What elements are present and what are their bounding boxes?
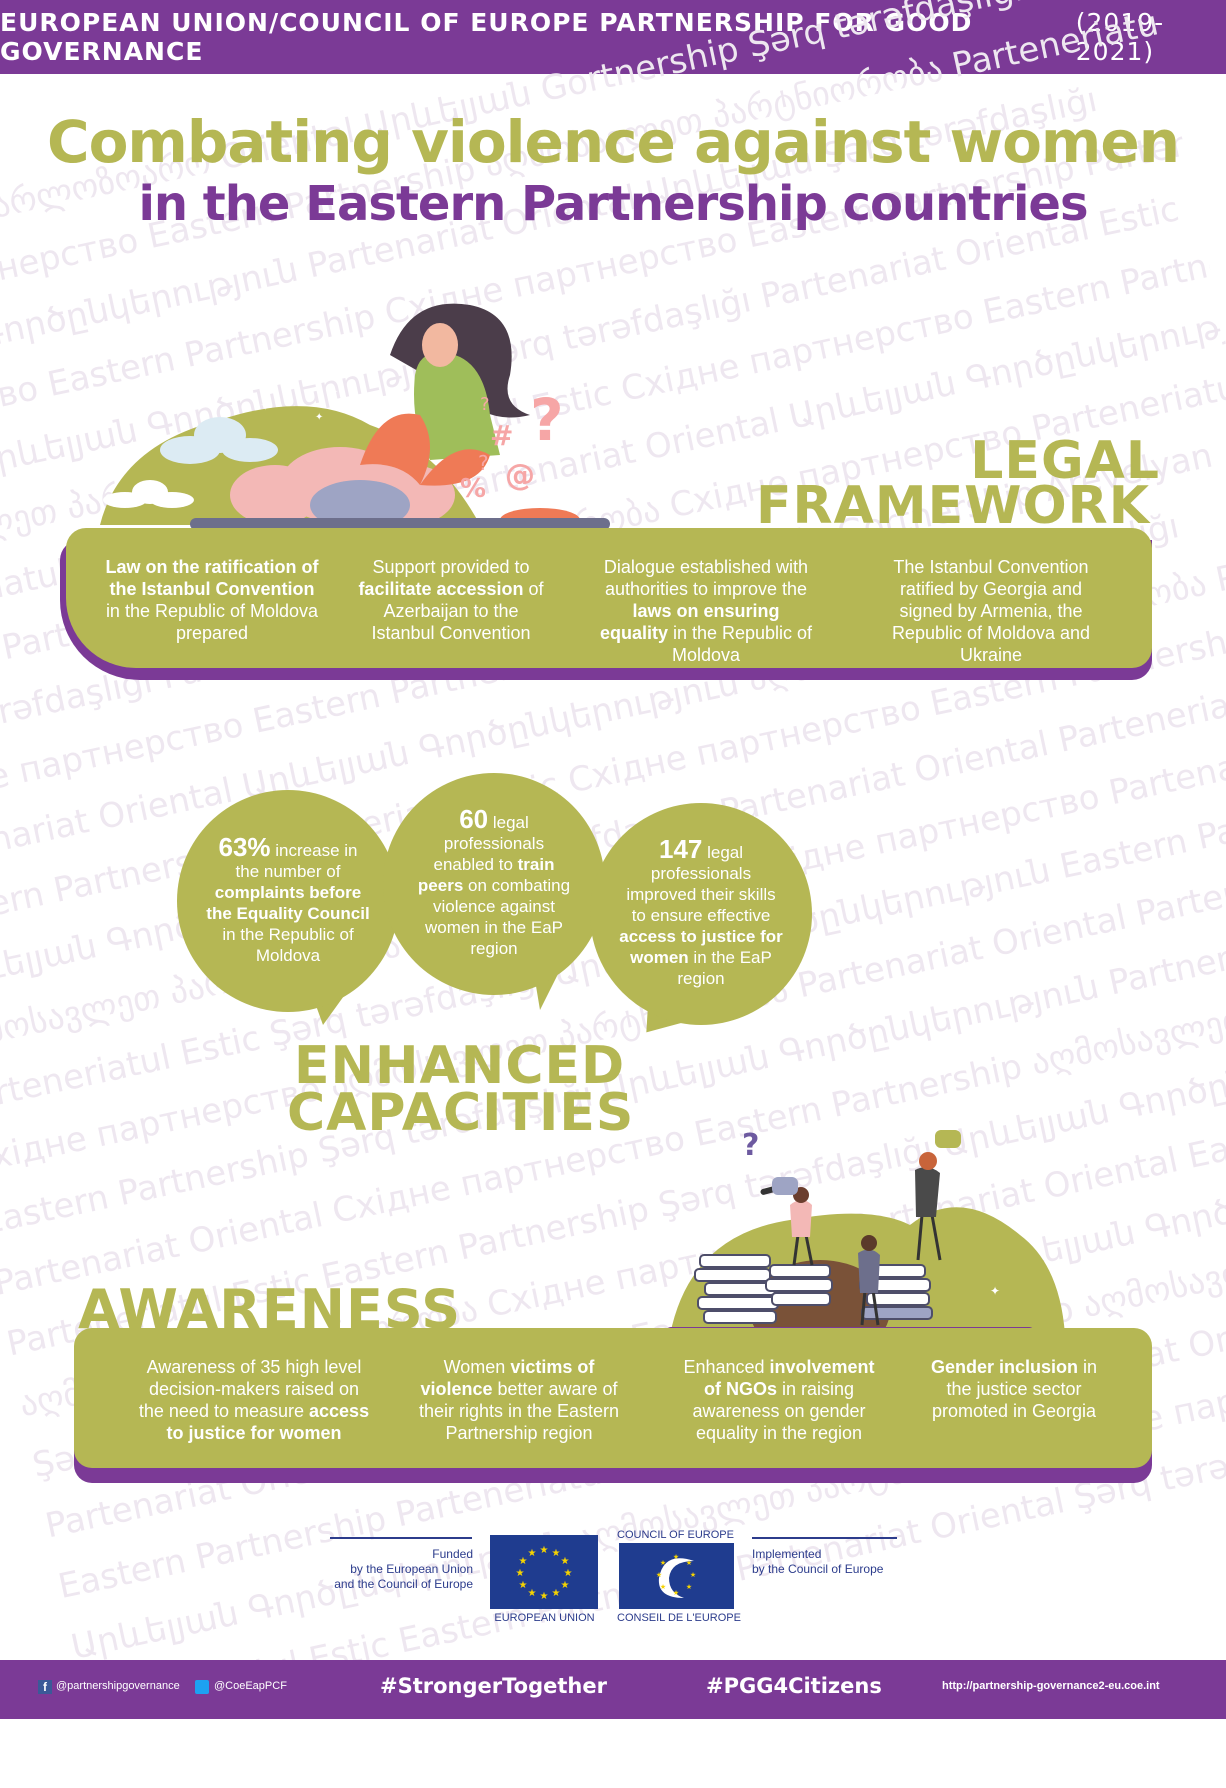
svg-text:★: ★ (673, 1553, 679, 1561)
legal-heading: LEGAL (860, 435, 1160, 487)
coe-emblem-icon: ★ ★ ★ ★ ★ ★ ★ ★ (656, 1553, 696, 1598)
eu-stars-icon: ★★★★★★ ★★★★★★ (516, 1545, 573, 1602)
svg-text:★: ★ (660, 1583, 666, 1591)
svg-text:✦: ✦ (315, 412, 323, 423)
facebook-handle[interactable]: @partnershipgovernance (56, 1680, 180, 1692)
svg-text:★: ★ (528, 1588, 537, 1599)
header-bar: EUROPEAN UNION/COUNCIL OF EUROPE PARTNER… (0, 0, 1226, 74)
legal-heading-line2: FRAMEWORK (756, 476, 1150, 536)
svg-text:★: ★ (673, 1589, 679, 1597)
awareness-item-3: Enhanced involvement of NGOs in raising … (683, 1357, 875, 1443)
svg-text:?: ? (530, 386, 564, 454)
header-title: EUROPEAN UNION/COUNCIL OF EUROPE PARTNER… (0, 8, 973, 66)
legal-item-1: Law on the ratification of the Istanbul … (105, 557, 319, 643)
hashtag-pgg4citizens: #PGG4Citizens (706, 1674, 882, 1698)
svg-text:★: ★ (686, 1583, 692, 1591)
website-url[interactable]: http://partnership-governance2-eu.coe.in… (942, 1680, 1160, 1692)
twitter-icon[interactable] (195, 1680, 209, 1694)
eu-label: EUROPEAN UNION (494, 1612, 595, 1624)
legal-item-3: Dialogue established with authorities to… (599, 557, 813, 665)
header-years: (2019-2021) (1075, 8, 1165, 66)
coe-bottom-label: CONSEIL DE L'EUROPE (617, 1612, 741, 1624)
svg-text:✦: ✦ (260, 397, 272, 413)
awareness-heading: AWARENESS (78, 1278, 462, 1341)
capacities-heading-line2: CAPACITIES (287, 1083, 635, 1143)
legal-item-2: Support provided to facilitate accession… (358, 557, 544, 643)
svg-text:✦: ✦ (990, 1284, 1000, 1298)
svg-text:★: ★ (690, 1571, 696, 1579)
svg-text:?: ? (742, 1128, 759, 1163)
svg-text:★: ★ (656, 1571, 662, 1579)
twitter-handle[interactable]: @CoeEapPCF (214, 1680, 287, 1692)
capacity-bubble-3: 147 legal professionals improved their s… (590, 803, 812, 1025)
svg-text:★: ★ (528, 1548, 537, 1559)
svg-text:@: @ (505, 458, 535, 493)
main-title-line2: in the Eastern Partnership countries (138, 176, 1088, 232)
svg-text:★: ★ (552, 1588, 561, 1599)
svg-text:★: ★ (686, 1559, 692, 1567)
capacity-bubble-1: 63% increase in the number of complaints… (177, 790, 399, 1012)
main-title-line1: Combating violence against women (47, 108, 1180, 176)
awareness-item-4: Gender inclusion in the justice sector p… (930, 1357, 1098, 1421)
svg-text:?: ? (480, 394, 490, 415)
svg-text:★: ★ (516, 1568, 525, 1579)
footer-bar: f @partnershipgovernance @CoeEapPCF #Str… (0, 1660, 1226, 1719)
legal-panel: Law on the ratification of the Istanbul … (66, 528, 1152, 668)
coe-logo: ★ ★ ★ ★ ★ ★ ★ ★ (619, 1543, 734, 1609)
svg-text:★: ★ (540, 1591, 549, 1602)
capacity-bubble-2: 60 legal professionals enabled to train … (383, 773, 605, 995)
legal-heading-line1: LEGAL (970, 431, 1160, 491)
svg-text:★: ★ (519, 1556, 528, 1567)
capacities-heading-line1: ENHANCED (294, 1036, 626, 1096)
awareness-item-1: Awareness of 35 high level decision-make… (138, 1357, 370, 1443)
legal-item-4: The Istanbul Convention ratified by Geor… (891, 557, 1091, 665)
awareness-item-2: Women victims of violence better aware o… (418, 1357, 620, 1443)
svg-text:★: ★ (564, 1568, 573, 1579)
svg-text:★: ★ (540, 1545, 549, 1556)
svg-text:★: ★ (552, 1548, 561, 1559)
svg-text:%: % (460, 474, 486, 504)
hashtag-stronger-together: #StrongerTogether (380, 1674, 607, 1698)
svg-text:★: ★ (519, 1580, 528, 1591)
implemented-rule (752, 1537, 897, 1539)
legal-illustration: ? # @ % ? ? ✦ ✦ ✦ (100, 303, 610, 532)
coe-top-label: COUNCIL OF EUROPE (617, 1529, 734, 1541)
svg-text:✦: ✦ (680, 1257, 688, 1268)
eu-flag-logo: ★★★★★★ ★★★★★★ (490, 1535, 598, 1609)
svg-text:#: # (490, 419, 513, 452)
awareness-panel: Awareness of 35 high level decision-make… (74, 1328, 1152, 1468)
svg-text:★: ★ (660, 1559, 666, 1567)
svg-text:★: ★ (561, 1556, 570, 1567)
svg-text:✦: ✦ (330, 387, 338, 398)
funded-rule (330, 1537, 472, 1539)
awareness-illustration: ? ✦ ✦ (665, 1128, 1065, 1340)
svg-text:?: ? (478, 451, 489, 475)
svg-text:★: ★ (561, 1580, 570, 1591)
facebook-icon[interactable]: f (38, 1680, 52, 1694)
